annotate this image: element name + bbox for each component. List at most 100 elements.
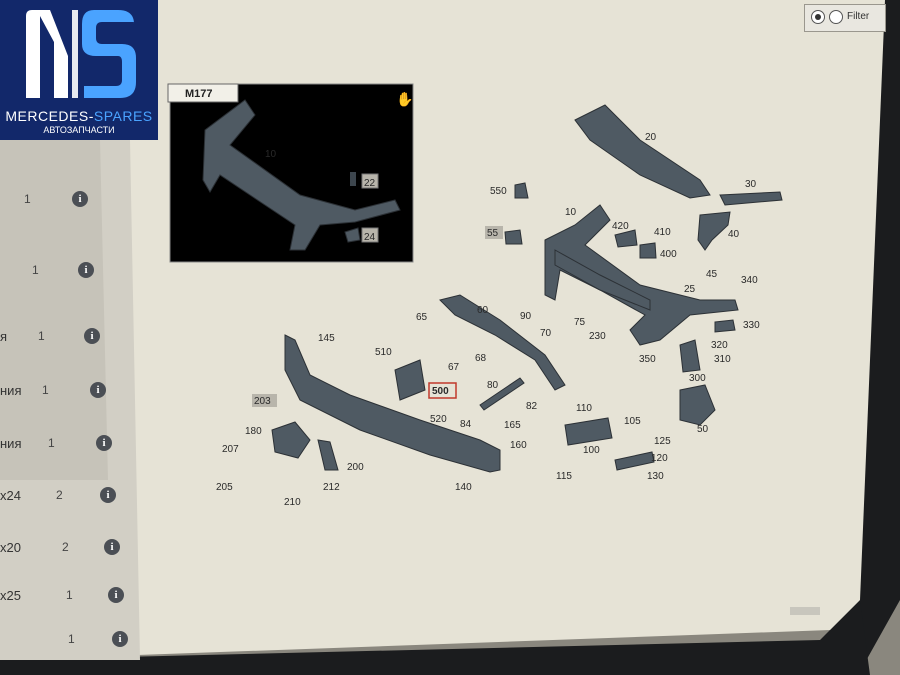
list-item-qty: 1	[66, 588, 73, 602]
radio-selected[interactable]	[811, 10, 825, 24]
callout-84[interactable]: 84	[460, 419, 472, 430]
callout-115[interactable]: 115	[556, 471, 572, 482]
filter-control[interactable]: Filter	[804, 4, 886, 32]
callout-350[interactable]: 350	[639, 354, 656, 365]
callout-205[interactable]: 205	[216, 482, 233, 493]
callout-55[interactable]: 55	[487, 228, 499, 239]
callout-310[interactable]: 310	[714, 354, 731, 365]
callout-180[interactable]: 180	[245, 426, 262, 437]
part-500	[394, 359, 426, 401]
info-icon[interactable]: i	[112, 631, 128, 647]
bracket-part-50	[679, 384, 716, 426]
info-icon[interactable]: i	[104, 539, 120, 555]
callout-30[interactable]: 30	[745, 179, 757, 190]
callout-320[interactable]: 320	[711, 340, 728, 351]
info-icon[interactable]: i	[78, 262, 94, 278]
callout-68[interactable]: 68	[475, 353, 487, 364]
callout-230[interactable]: 230	[589, 331, 606, 342]
info-icon[interactable]: i	[72, 191, 88, 207]
callout-550[interactable]: 550	[490, 186, 507, 197]
callout-120[interactable]: 120	[651, 453, 668, 464]
inset-callout-layer: 10 22 24	[265, 149, 376, 243]
callout-70[interactable]: 70	[540, 328, 552, 339]
callout-100[interactable]: 100	[583, 445, 600, 456]
callout-500[interactable]: 500	[432, 386, 449, 397]
list-item-text: ния	[0, 436, 22, 451]
callout-203[interactable]: 203	[254, 396, 271, 407]
callout-420[interactable]: 420	[612, 221, 629, 232]
callout-10[interactable]: 10	[565, 207, 577, 218]
logo-brand-left: MERCEDES-	[5, 108, 94, 124]
inset-callout-22[interactable]: 22	[364, 178, 376, 189]
highlighted-callout[interactable]	[428, 382, 457, 399]
callout-82[interactable]: 82	[526, 401, 538, 412]
callout-410[interactable]: 410	[654, 227, 671, 238]
inset-callout-10[interactable]: 10	[265, 149, 277, 160]
callout-125[interactable]: 125	[654, 436, 671, 447]
callout-207[interactable]: 207	[222, 444, 239, 455]
callout-20[interactable]: 20	[645, 132, 657, 143]
bumper-beam-part	[284, 334, 501, 473]
callout-300[interactable]: 300	[689, 373, 706, 384]
callout-330[interactable]: 330	[743, 320, 760, 331]
callout-105[interactable]: 105	[624, 416, 641, 427]
callout-45[interactable]: 45	[706, 269, 718, 280]
callout-340[interactable]: 340	[741, 275, 758, 286]
callout-25[interactable]: 25	[684, 284, 696, 295]
diagram-label: M177	[185, 88, 213, 100]
info-icon[interactable]: i	[96, 435, 112, 451]
scrollbar[interactable]	[790, 607, 820, 615]
logo-subtitle: АВТОЗАПЧАСТИ	[43, 125, 115, 135]
list-item-text: я	[0, 329, 8, 344]
bracket-part-180	[271, 421, 311, 459]
list-item-qty: 1	[24, 192, 31, 206]
inset-callout-24[interactable]: 24	[364, 232, 376, 243]
list-item[interactable]: я 1 i	[0, 328, 140, 347]
list-item-qty: 1	[48, 436, 55, 450]
filter-label: Filter	[847, 11, 870, 22]
list-item-qty: 1	[42, 383, 49, 397]
list-item-qty: 1	[38, 329, 45, 343]
callout-140[interactable]: 140	[455, 482, 472, 493]
radio-unselected[interactable]	[829, 10, 843, 24]
callout-165[interactable]: 165	[504, 420, 521, 431]
callout-130[interactable]: 130	[647, 471, 664, 482]
info-icon[interactable]: i	[84, 328, 100, 344]
callout-145[interactable]: 145	[318, 333, 335, 344]
callout-200[interactable]: 200	[347, 462, 364, 473]
callout-110[interactable]: 110	[576, 403, 592, 414]
callout-50[interactable]: 50	[697, 424, 709, 435]
logo-brand: MERCEDES-SPARES	[0, 108, 158, 124]
callout-400[interactable]: 400	[660, 249, 677, 260]
info-icon[interactable]: i	[90, 382, 106, 398]
callout-75[interactable]: 75	[574, 317, 586, 328]
callout-520[interactable]: 520	[430, 414, 447, 425]
part-100	[564, 417, 613, 446]
info-icon[interactable]: i	[100, 487, 116, 503]
callout-510[interactable]: 510	[375, 347, 392, 358]
callout-box-203	[252, 394, 277, 407]
callout-67[interactable]: 67	[448, 362, 460, 373]
diagram-label-box	[167, 83, 239, 103]
callout-210[interactable]: 210	[284, 497, 301, 508]
callout-40[interactable]: 40	[728, 229, 740, 240]
callout-160[interactable]: 160	[510, 440, 527, 451]
callout-212[interactable]: 212	[323, 482, 340, 493]
info-icon[interactable]: i	[108, 587, 124, 603]
callout-60[interactable]: 60	[477, 305, 489, 316]
list-item[interactable]: ния 1 i	[0, 435, 140, 454]
callout-80[interactable]: 80	[487, 380, 499, 391]
callout-box-55	[485, 226, 503, 239]
callout-65[interactable]: 65	[416, 312, 428, 323]
side-member-part	[439, 294, 566, 391]
callout-90[interactable]: 90	[520, 311, 532, 322]
